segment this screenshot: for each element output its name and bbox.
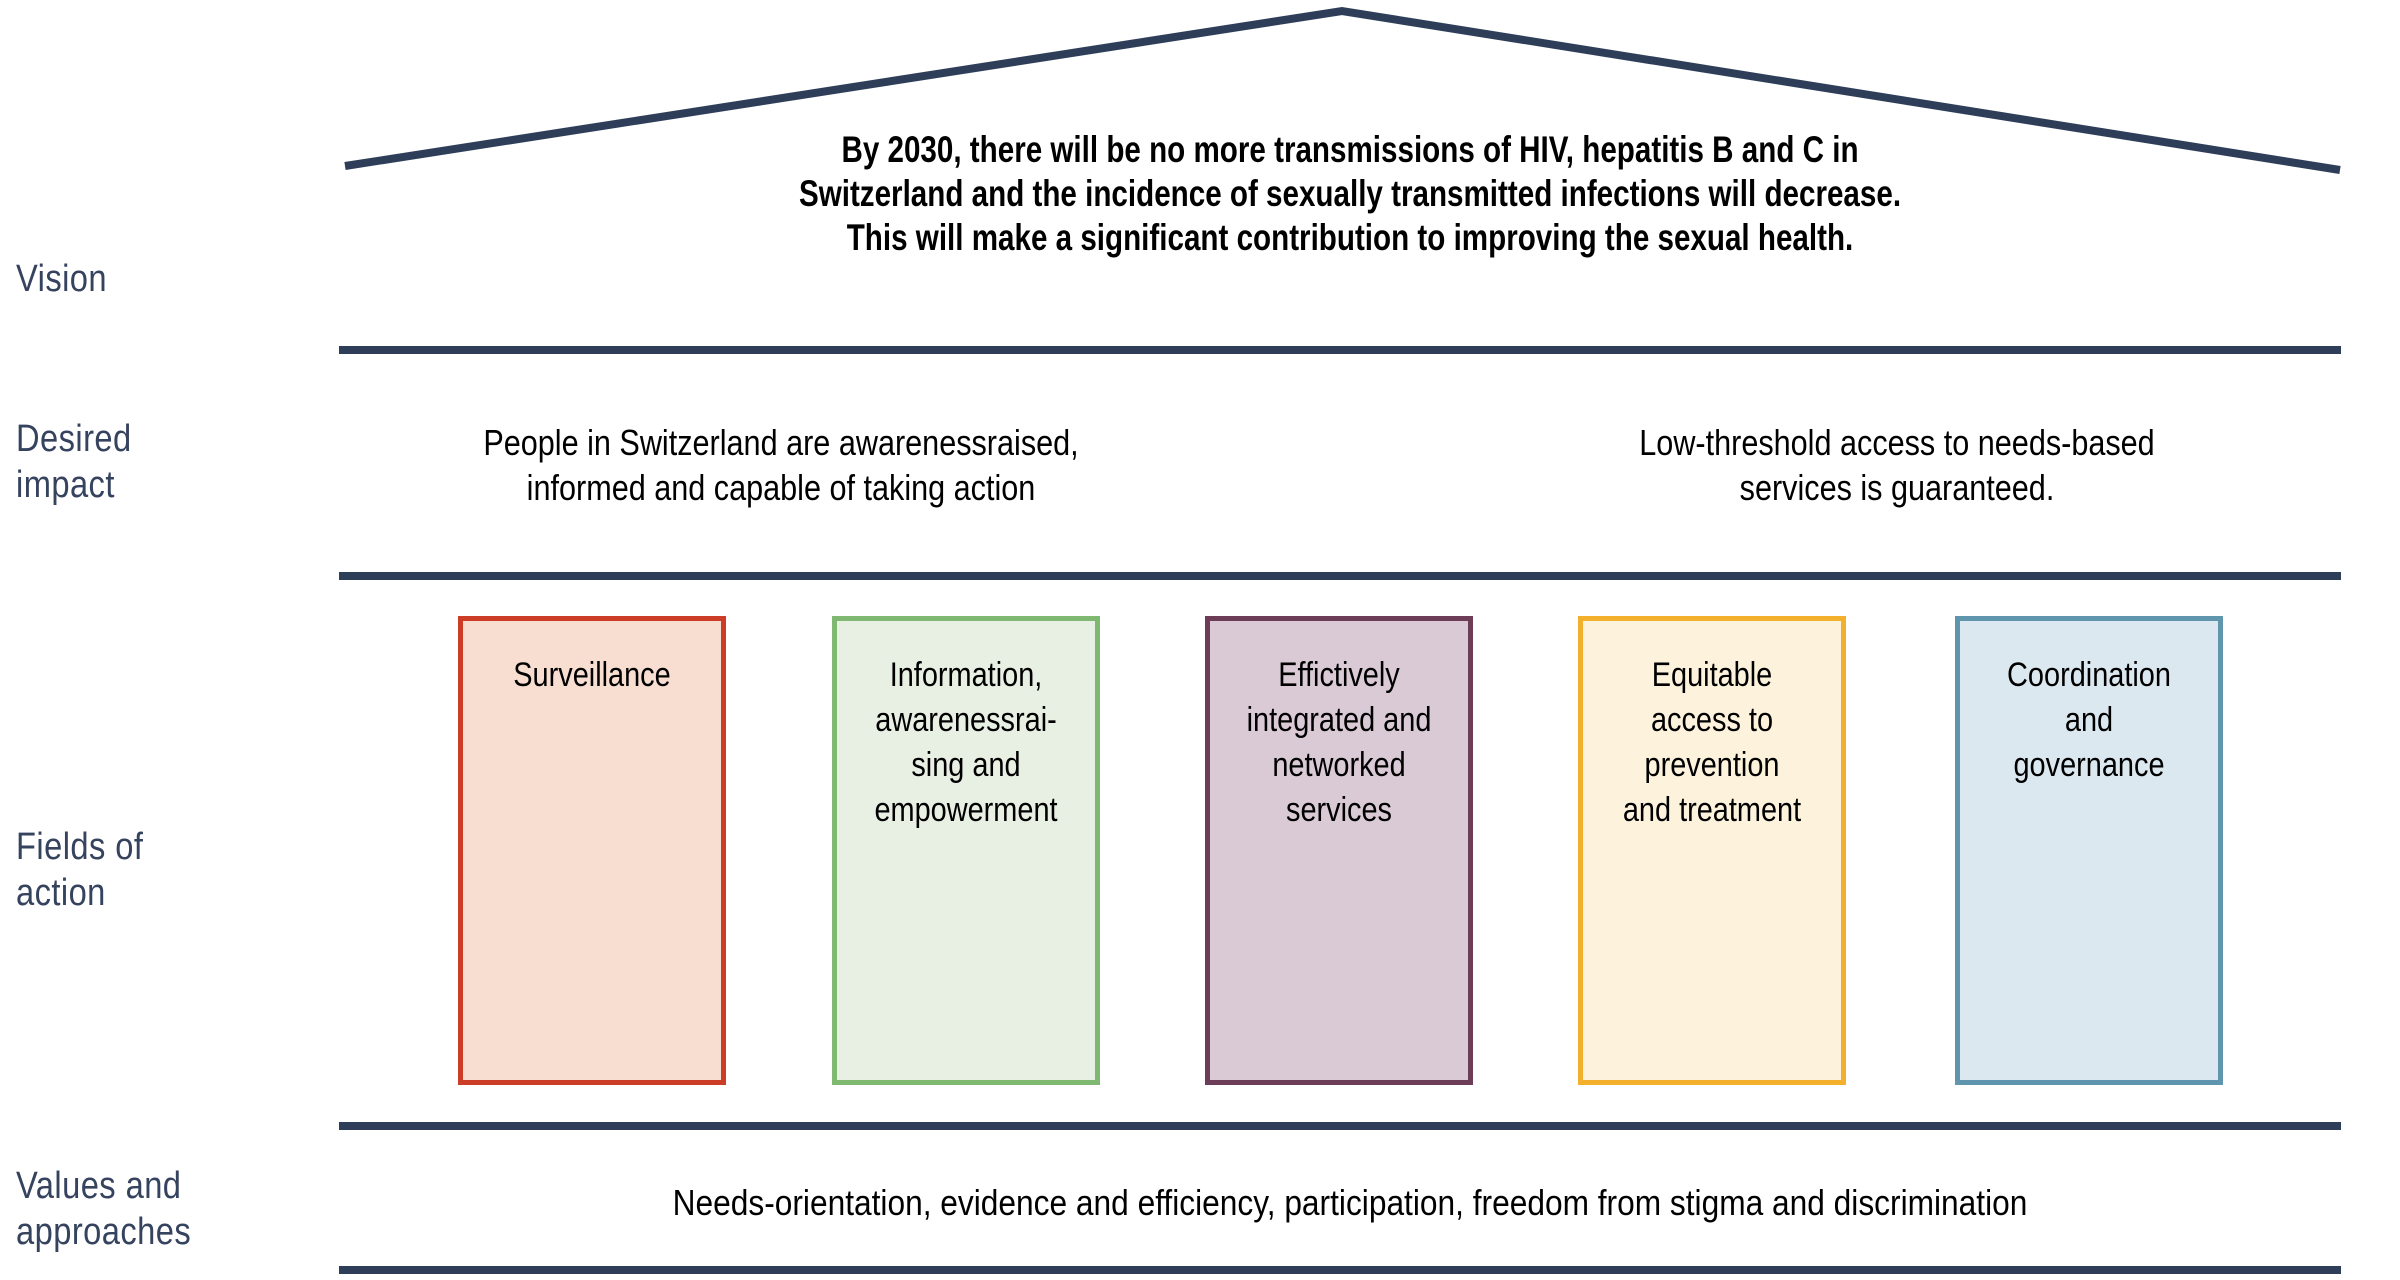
divider-line-1 bbox=[339, 346, 2341, 354]
field-box-label: Surveillance bbox=[513, 656, 671, 694]
vision-statement: By 2030, there will be no more transmiss… bbox=[798, 129, 1902, 258]
divider-line-2 bbox=[339, 572, 2341, 580]
divider-line-4 bbox=[339, 1266, 2341, 1274]
divider-line-3 bbox=[339, 1122, 2341, 1130]
field-box-surveillance: Surveillance bbox=[458, 616, 726, 1085]
field-box-label: Equitable access to prevention and treat… bbox=[1622, 656, 1802, 829]
row-label-fields-of-action: Fields of action bbox=[16, 826, 144, 914]
field-box-coordination-governance: Coordination and governance bbox=[1955, 616, 2223, 1085]
field-box-label: Coordination and governance bbox=[2007, 656, 2171, 784]
row-label-vision: Vision bbox=[16, 258, 107, 300]
roof-line bbox=[344, 6, 2341, 174]
field-box-label: Information, awarenessrai- sing and empo… bbox=[874, 656, 1058, 829]
field-box-information-awarenessraising-empowerment: Information, awarenessrai- sing and empo… bbox=[832, 616, 1100, 1085]
desired-impact-left-text: People in Switzerland are awarenessraise… bbox=[483, 422, 1079, 508]
values-approaches-text: Needs-orientation, evidence and efficien… bbox=[672, 1182, 2028, 1223]
field-box-label: Effictively integrated and networked ser… bbox=[1246, 656, 1432, 829]
row-label-desired-impact: Desired impact bbox=[16, 418, 132, 506]
field-box-integrated-networked-services: Effictively integrated and networked ser… bbox=[1205, 616, 1473, 1085]
row-label-values-approaches: Values and approaches bbox=[16, 1165, 192, 1253]
field-box-equitable-access: Equitable access to prevention and treat… bbox=[1578, 616, 1846, 1085]
desired-impact-right-text: Low-threshold access to needs-based serv… bbox=[1639, 422, 2155, 508]
